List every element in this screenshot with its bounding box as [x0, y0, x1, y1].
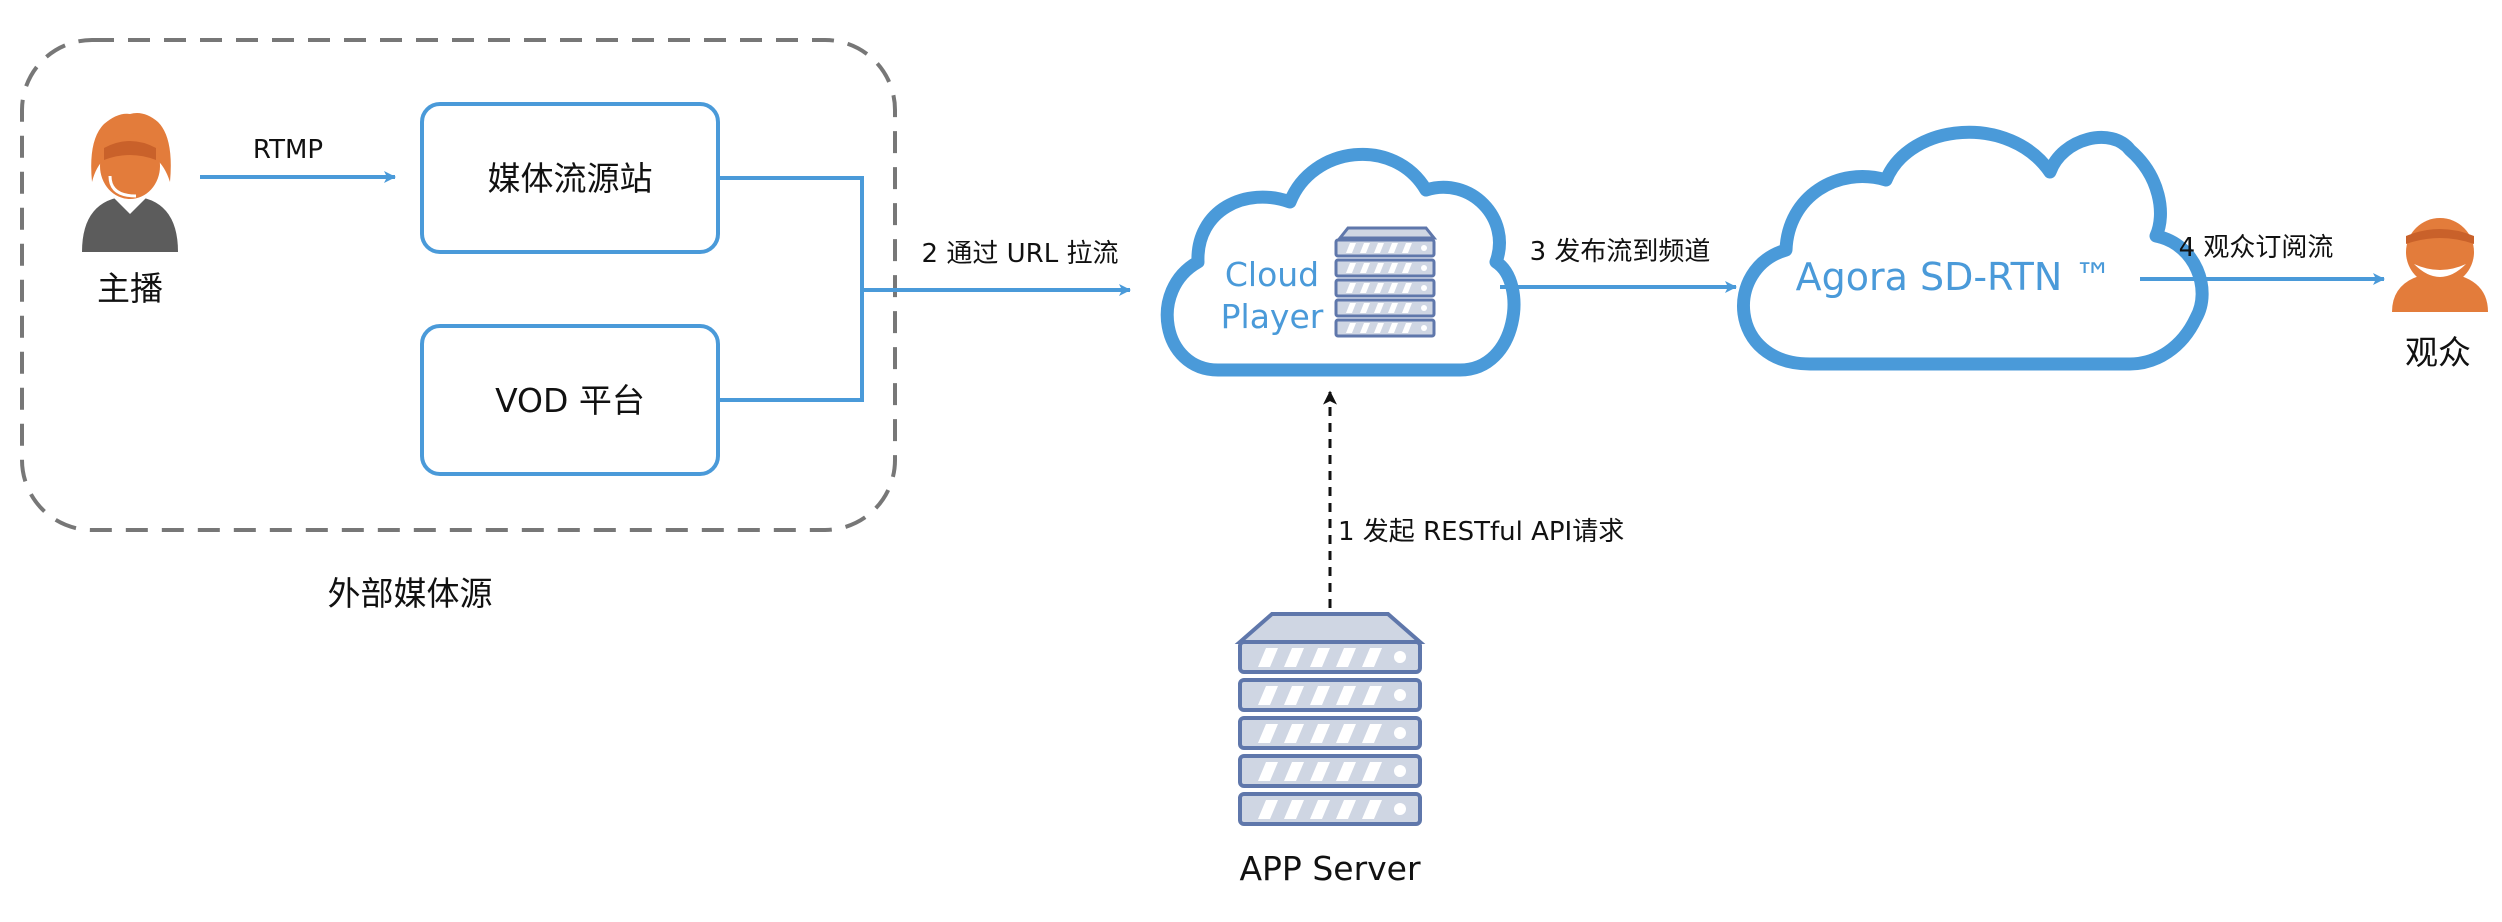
subscribe-stream-label: 4 观众订阅流	[2179, 233, 2334, 263]
host-person-icon	[82, 113, 178, 252]
vod-connector	[718, 290, 864, 402]
rtmp-label: RTMP	[253, 135, 323, 165]
agora-sd-rtn-cloud-icon	[1737, 125, 2209, 371]
vod-platform-label: VOD 平台	[495, 381, 645, 420]
publish-stream-label: 3 发布流到频道	[1530, 237, 1711, 267]
audience-person-icon	[2392, 218, 2488, 312]
external-media-group	[20, 38, 897, 532]
cloud-player-label-line2: Player	[1221, 297, 1324, 336]
app-server-icon	[1234, 612, 1426, 826]
app-server-label: APP Server	[1239, 849, 1421, 888]
external-media-group-label: 外部媒体源	[328, 574, 493, 613]
agora-sd-rtn-label: Agora SD-RTN ™	[1796, 255, 2113, 299]
media-origin-connector	[718, 176, 864, 290]
host-label: 主播	[97, 269, 163, 308]
cloud-player-label-line1: Cloud	[1225, 255, 1319, 294]
media-origin-label: 媒体流源站	[488, 159, 653, 198]
pull-stream-label: 2 通过 URL 拉流	[922, 239, 1119, 269]
restful-request-label: 1 发起 RESTful API请求	[1338, 517, 1624, 547]
cloud-player-server-icon	[1334, 226, 1438, 338]
audience-label: 观众	[2405, 333, 2471, 372]
